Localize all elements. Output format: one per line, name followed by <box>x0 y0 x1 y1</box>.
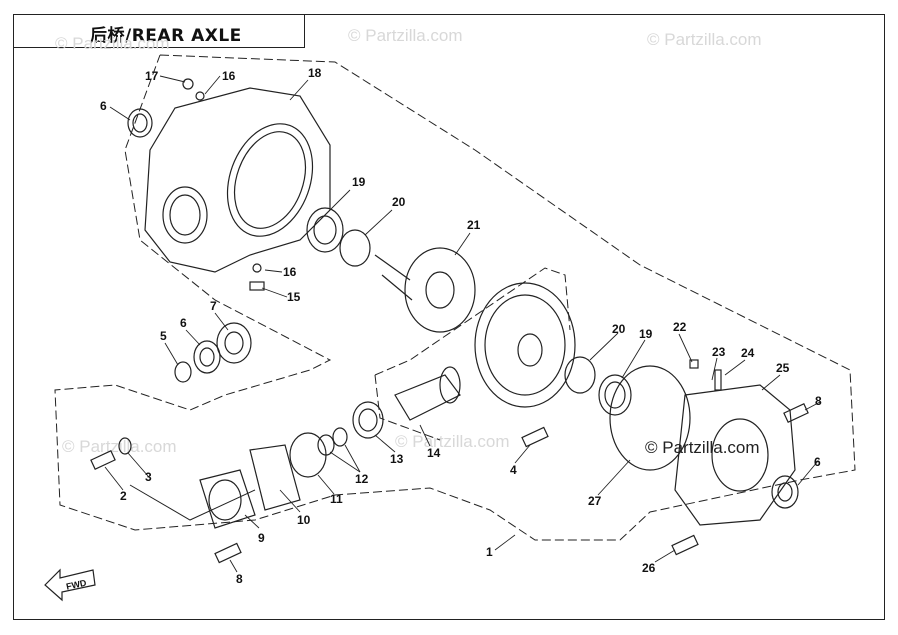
bolt <box>671 534 699 556</box>
callout-6: 6 <box>180 316 187 330</box>
callout-17: 17 <box>145 69 159 83</box>
callout-9: 9 <box>258 531 265 545</box>
bearing <box>216 322 252 364</box>
watermark: © Partzilla.com <box>55 34 170 53</box>
callout-20: 20 <box>392 195 406 209</box>
bolt <box>90 450 116 470</box>
watermark: © Partzilla.com <box>395 432 510 451</box>
callout-8: 8 <box>236 572 243 586</box>
callout-26: 26 <box>642 561 656 575</box>
watermark-strong: © Partzilla.com <box>645 438 760 457</box>
callout-13: 13 <box>390 452 404 466</box>
fwd-arrow: FWD <box>44 568 96 602</box>
vent <box>714 369 722 391</box>
watermark: © Partzilla.com <box>348 26 463 45</box>
callout-21: 21 <box>467 218 481 232</box>
washer <box>118 437 132 455</box>
oil-seal <box>771 475 799 509</box>
callout-2: 2 <box>120 489 127 503</box>
callout-22: 22 <box>673 320 687 334</box>
callout-12: 12 <box>355 472 369 486</box>
gasket <box>249 444 301 511</box>
rear-axle-cover <box>674 384 796 526</box>
callout-6: 6 <box>100 99 107 113</box>
callout-20: 20 <box>612 322 626 336</box>
callout-10: 10 <box>297 513 311 527</box>
oil-seal <box>193 340 221 374</box>
oil-seal <box>127 108 153 138</box>
cover-o-ring <box>609 365 691 471</box>
callout-5: 5 <box>160 329 167 343</box>
differential-hub <box>374 247 476 333</box>
rear-axle-housing <box>144 78 331 291</box>
watermark: © Partzilla.com <box>647 30 762 49</box>
bolt <box>783 403 809 423</box>
ring-gear <box>474 282 576 408</box>
o-ring <box>289 432 327 478</box>
callout-1: 1 <box>486 545 493 559</box>
pinion-cover <box>199 469 256 529</box>
o-ring <box>339 229 371 267</box>
callout-6: 6 <box>814 455 821 469</box>
callout-7: 7 <box>210 299 217 313</box>
callout-4: 4 <box>510 463 517 477</box>
callout-8: 8 <box>815 394 822 408</box>
bearing <box>598 374 632 416</box>
snap-ring <box>174 361 192 383</box>
page-title: 后桥/REAR AXLE <box>90 26 242 46</box>
callout-3: 3 <box>145 470 152 484</box>
callout-15: 15 <box>287 290 301 304</box>
title-box: 后桥/REAR AXLE <box>13 14 305 48</box>
pin <box>689 359 699 369</box>
callout-19: 19 <box>639 327 653 341</box>
fwd-label: FWD <box>65 578 88 592</box>
o-ring <box>332 427 348 447</box>
pinion-gear <box>394 366 461 421</box>
callout-18: 18 <box>308 66 322 80</box>
bolt <box>214 542 242 564</box>
callout-24: 24 <box>741 346 755 360</box>
callout-16: 16 <box>222 69 236 83</box>
assembly-outline <box>54 54 856 541</box>
callout-11: 11 <box>330 492 343 506</box>
callout-14: 14 <box>427 446 441 460</box>
callout-16: 16 <box>283 265 297 279</box>
o-ring <box>564 356 596 394</box>
callout-25: 25 <box>776 361 790 375</box>
callout-19: 19 <box>352 175 366 189</box>
bearing <box>306 207 344 253</box>
bolt <box>521 426 549 448</box>
bearing <box>352 401 384 439</box>
callout-27: 27 <box>588 494 602 508</box>
callout-23: 23 <box>712 345 726 359</box>
